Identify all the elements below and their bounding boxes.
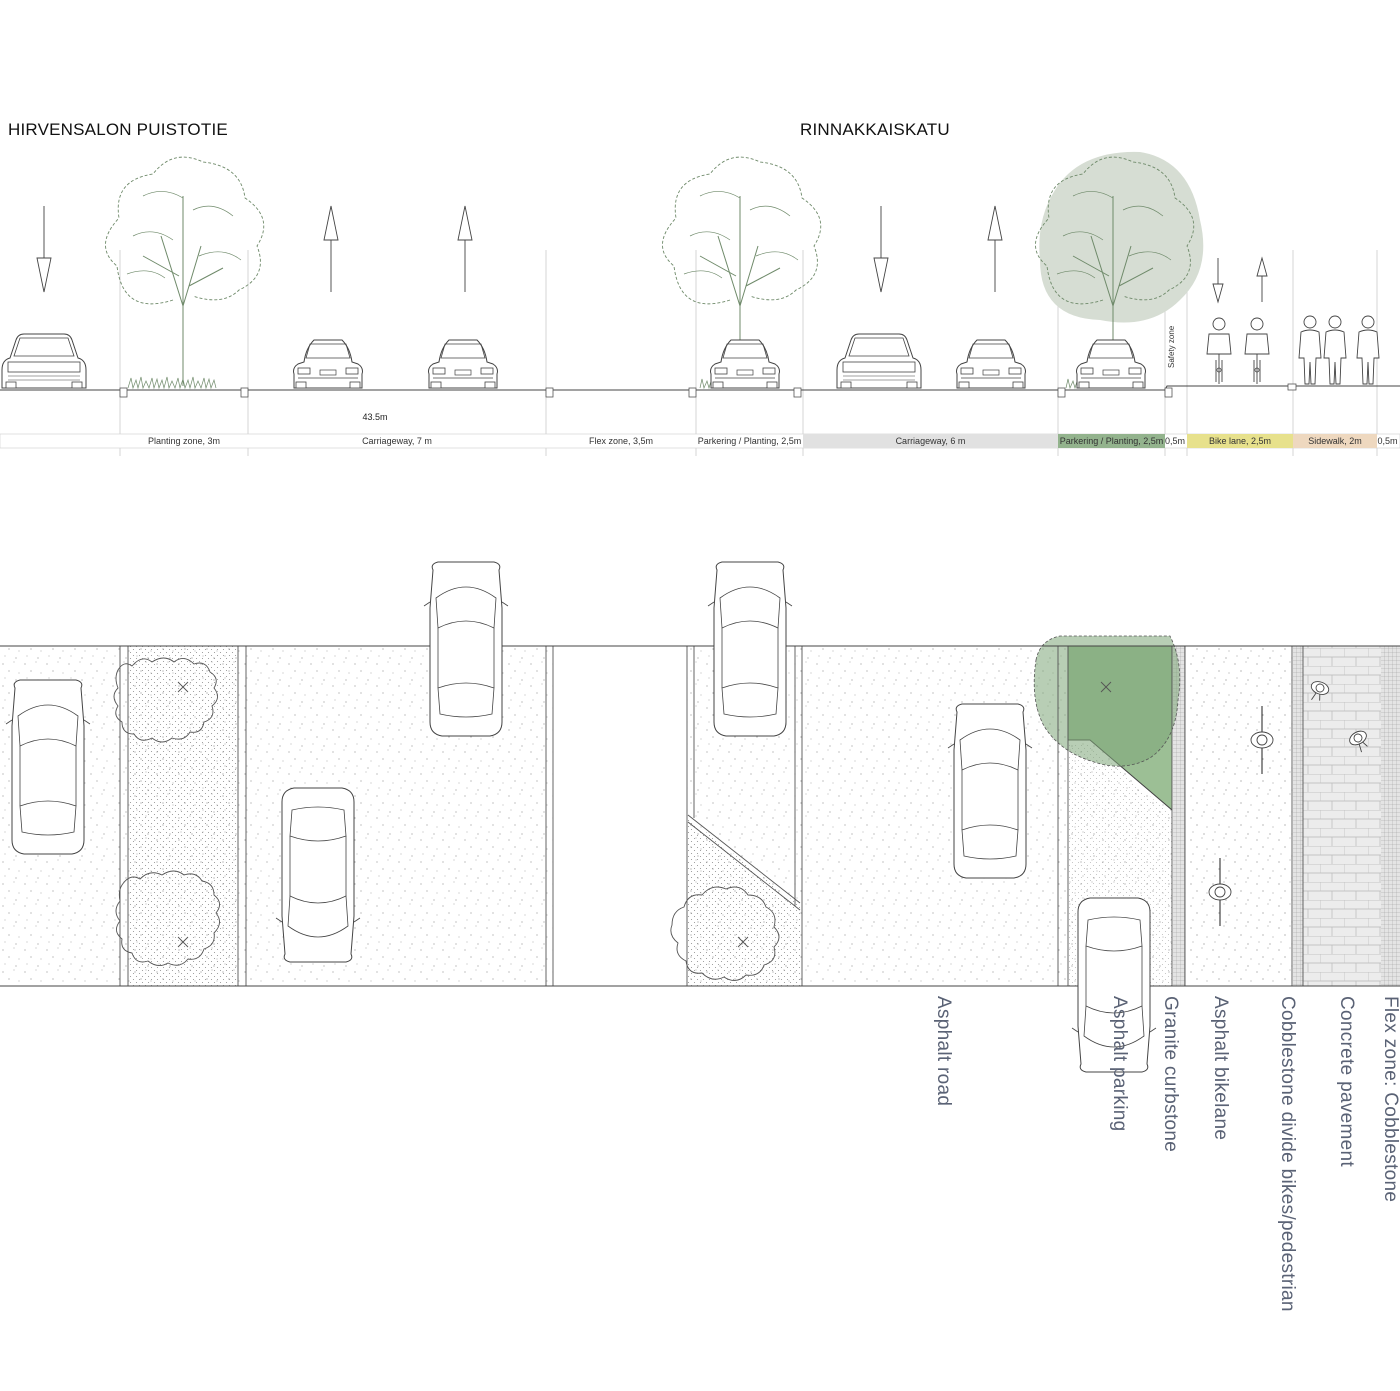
car-plan <box>423 561 509 737</box>
material-label: Granite curbstone <box>1160 996 1181 1153</box>
total-width-label: 43.5m <box>362 412 388 422</box>
cyclist-elevation <box>1206 317 1232 385</box>
car-elevation <box>1 333 87 389</box>
car-elevation <box>710 339 780 389</box>
car-plan <box>5 679 91 855</box>
zone-label: Parkering / Planting, 2,5m <box>697 436 802 446</box>
zone-label: Flex zone, 3,5m <box>588 436 654 446</box>
tree-canopy-plan <box>1033 635 1181 767</box>
car-elevation <box>1076 339 1146 389</box>
cobblestone-divide <box>1293 646 1303 986</box>
zone-label: 0,5m <box>1377 436 1398 446</box>
zone-label: Parkering / Planting, 2,5m <box>1059 436 1164 446</box>
zone-label: Carriageway, 7 m <box>362 436 432 446</box>
zone-label: Sidewalk, 2m <box>1308 436 1362 446</box>
car-elevation <box>293 339 363 389</box>
zone-label: Planting zone, 3m <box>147 436 221 446</box>
material-label: Asphalt road <box>933 996 954 1107</box>
pedestrian-elevation <box>1298 315 1322 385</box>
car-elevation <box>836 333 922 389</box>
plan-view <box>0 561 1400 1073</box>
concrete-pavement <box>1303 646 1381 986</box>
direction-arrows <box>36 205 1268 304</box>
car-elevation <box>956 339 1026 389</box>
car-plan <box>275 787 361 963</box>
asphalt-bikelane <box>1187 646 1292 986</box>
street-title-right: RINNAKKAISKATU <box>800 120 950 139</box>
street-title-left: HIRVENSALON PUISTOTIE <box>8 120 228 139</box>
granite-curbstone <box>1173 646 1185 986</box>
material-label: Asphalt parking <box>1109 996 1130 1132</box>
flex-cobblestone <box>1381 646 1400 986</box>
car-elevation <box>428 339 498 389</box>
section-elevation <box>0 151 1400 456</box>
pedestrian-elevation <box>1356 315 1380 385</box>
zone-fill <box>1187 434 1293 448</box>
zone-fill <box>803 434 1058 448</box>
zone-fill <box>1293 434 1377 448</box>
car-plan <box>707 561 793 737</box>
zone-label: 0,5m <box>1164 436 1185 446</box>
zone-label: Carriageway, 6 m <box>895 436 966 446</box>
safety-zone-label: Safety zone <box>1167 325 1176 369</box>
material-label: Cobblestone divide bikes/pedestrian <box>1277 996 1298 1312</box>
material-label: Concrete pavement <box>1336 996 1357 1167</box>
tree-canopy-shadow <box>1039 151 1204 323</box>
pedestrian-elevation <box>1323 315 1347 385</box>
car-plan <box>947 703 1033 879</box>
zone-fills <box>803 434 1377 448</box>
planting-grass <box>127 376 217 390</box>
zone-label: Bike lane, 2,5m <box>1208 436 1272 446</box>
material-label: Flex zone: Cobblestone <box>1380 996 1400 1203</box>
material-label: Asphalt bikelane <box>1210 996 1231 1141</box>
cyclist-elevation <box>1244 317 1270 385</box>
tree-elevation <box>104 156 265 387</box>
zone-fill <box>1058 434 1165 448</box>
